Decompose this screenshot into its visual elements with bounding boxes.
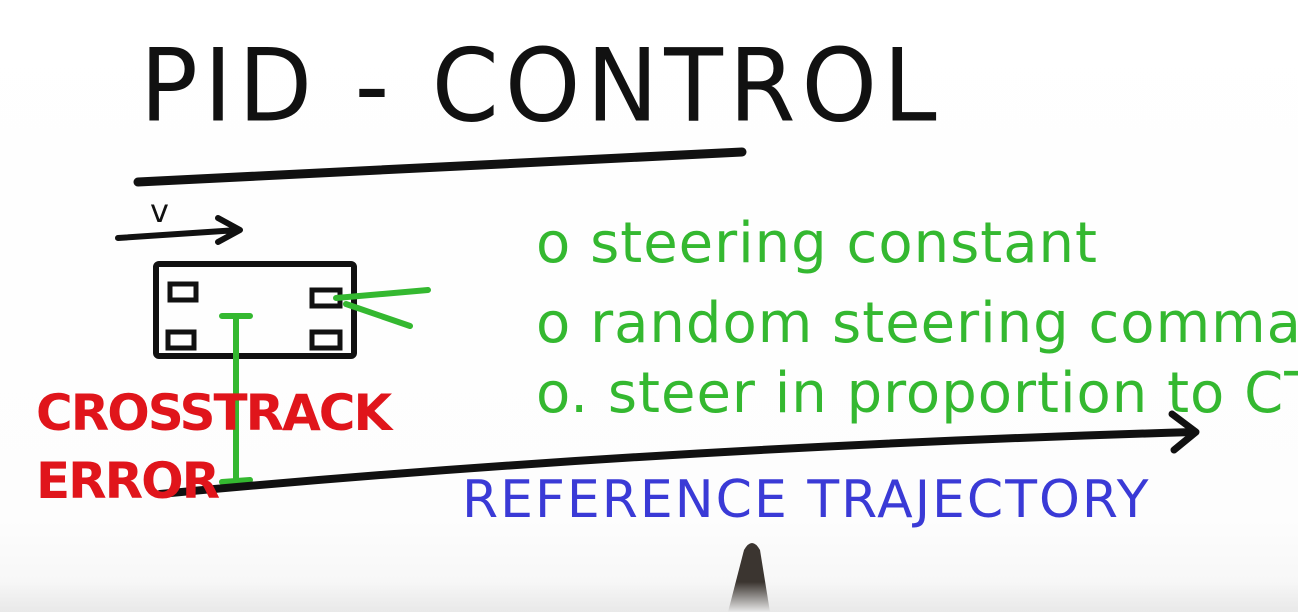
title-underline: [133, 147, 747, 187]
crosstrack-label: CROSSTRACK: [36, 384, 392, 442]
car-wheel-rear-left: [165, 329, 197, 351]
reference-arrowhead: [1168, 410, 1200, 454]
bullet-random-steering: o random steering commands: [536, 291, 1298, 356]
velocity-label: v: [150, 192, 169, 230]
reference-trajectory-label: REFERENCE TRAJECTORY: [462, 470, 1151, 530]
page-title: PID - CONTROL: [140, 27, 943, 145]
steering-lines: [333, 287, 431, 329]
car-wheel-front-left: [167, 281, 199, 303]
error-label: ERROR: [36, 452, 220, 510]
pen-tip-icon: [728, 543, 770, 612]
car-body: [153, 261, 357, 359]
reference-trajectory-line: [156, 428, 1198, 498]
crosstrack-error-bar: [219, 313, 253, 485]
velocity-arrow: [115, 215, 243, 245]
car-wheel-rear-right: [309, 329, 343, 351]
bullet-steering-constant: o steering constant: [536, 211, 1098, 276]
bullet-proportional-steering: o. steer in proportion to CTE: [536, 361, 1298, 426]
